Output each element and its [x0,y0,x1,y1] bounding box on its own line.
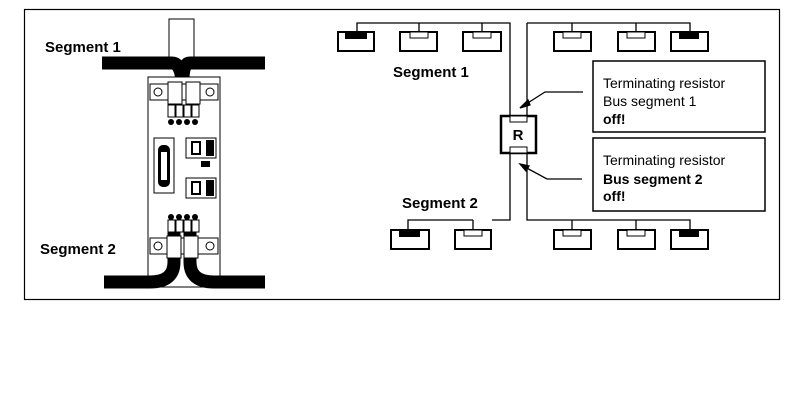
segment2-cable [104,232,265,289]
callout2-line3: off! [603,188,626,204]
callout2-line1: Terminating resistor [603,152,725,168]
bus-nodes [337,31,709,250]
callout1-line3: off! [603,111,626,127]
repeater-module [102,18,265,289]
arrow-icon [522,165,582,180]
bus-node [390,229,430,250]
resistor-label: R [513,127,524,144]
callout1-line2: Bus segment 1 [603,93,697,109]
bus-node [337,31,375,52]
bus-node [670,31,709,52]
callout2-line2: Bus segment 2 [603,171,703,187]
repeater-resistor: R [499,114,538,155]
bus-node [462,31,502,52]
callout1-line1: Terminating resistor [603,75,725,91]
right-segment1-label: Segment 1 [393,64,469,81]
arrow-icon [522,91,583,107]
screw-icon [153,87,163,97]
bus-node [399,31,438,52]
diagram-frame [23,8,781,301]
led-indicator [201,161,210,167]
bus-node [553,31,592,52]
left-segment1-label: Segment 1 [45,39,121,56]
screw-icon [153,241,163,251]
screw-icon [205,87,215,97]
bus-node [670,229,709,250]
left-segment2-label: Segment 2 [40,241,116,258]
callout-bus-segment-2: Terminating resistor Bus segment 2 off! [592,137,766,212]
bus-node [553,229,592,250]
bus-node [617,31,656,52]
right-segment2-label: Segment 2 [402,195,478,212]
terminal-block-bottom [167,214,200,233]
terminal-block-top [167,104,200,125]
callout-arrows [518,91,583,180]
callout-bus-segment-1: Terminating resistor Bus segment 1 off! [592,60,766,133]
bus-node [617,229,656,250]
screw-icon [205,241,215,251]
bus-node [454,229,492,250]
